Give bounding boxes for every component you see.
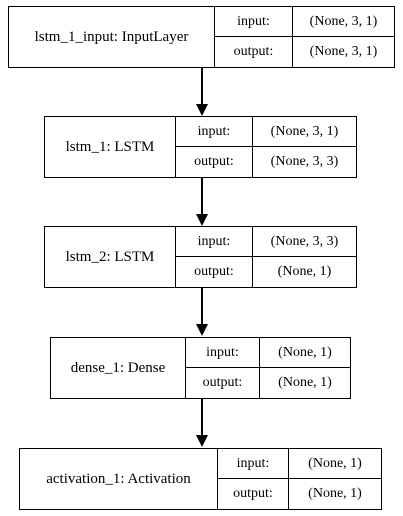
input-shape: (None, 3, 3) [253,227,356,257]
input-shape: (None, 3, 1) [253,117,356,147]
input-shape: (None, 1) [289,449,381,479]
node-name: lstm_1: LSTM [45,117,176,177]
node-activation-1: activation_1: Activation input: (None, 1… [19,448,382,510]
input-label: input: [176,117,253,147]
node-name: activation_1: Activation [20,449,218,509]
edge-arrow [201,68,203,104]
arrow-head-icon [196,104,208,116]
node-dense-1: dense_1: Dense input: (None, 1) output: … [50,337,351,399]
output-shape: (None, 1) [277,264,332,279]
output-label: output: [186,368,260,398]
output-label: output: [218,479,289,509]
output-label: output: [176,147,253,177]
node-lstm-1: lstm_1: LSTM input: (None, 3, 1) output:… [44,116,357,178]
output-shape: (None, 3, 3) [270,154,339,169]
input-label: input: [215,7,293,37]
output-label: output: [215,37,293,67]
input-shape: (None, 1) [260,338,350,368]
input-shape: (None, 3, 1) [293,7,394,37]
output-shape: (None, 1) [278,375,332,390]
node-name: lstm_2: LSTM [45,227,176,287]
arrow-head-icon [196,214,208,226]
output-shape: (None, 3, 1) [309,44,378,59]
input-label: input: [176,227,253,257]
output-shape: (None, 1) [308,486,362,501]
input-label: input: [186,338,260,368]
input-label: input: [218,449,289,479]
arrow-head-icon [196,435,208,447]
output-label: output: [176,257,253,287]
edge-arrow [201,399,203,435]
edge-arrow [201,178,203,214]
node-name: dense_1: Dense [51,338,186,398]
node-lstm-2: lstm_2: LSTM input: (None, 3, 3) output:… [44,226,357,288]
arrow-head-icon [196,324,208,336]
node-input-layer: lstm_1_input: InputLayer input: (None, 3… [8,6,395,68]
edge-arrow [201,288,203,324]
node-name: lstm_1_input: InputLayer [9,7,215,67]
